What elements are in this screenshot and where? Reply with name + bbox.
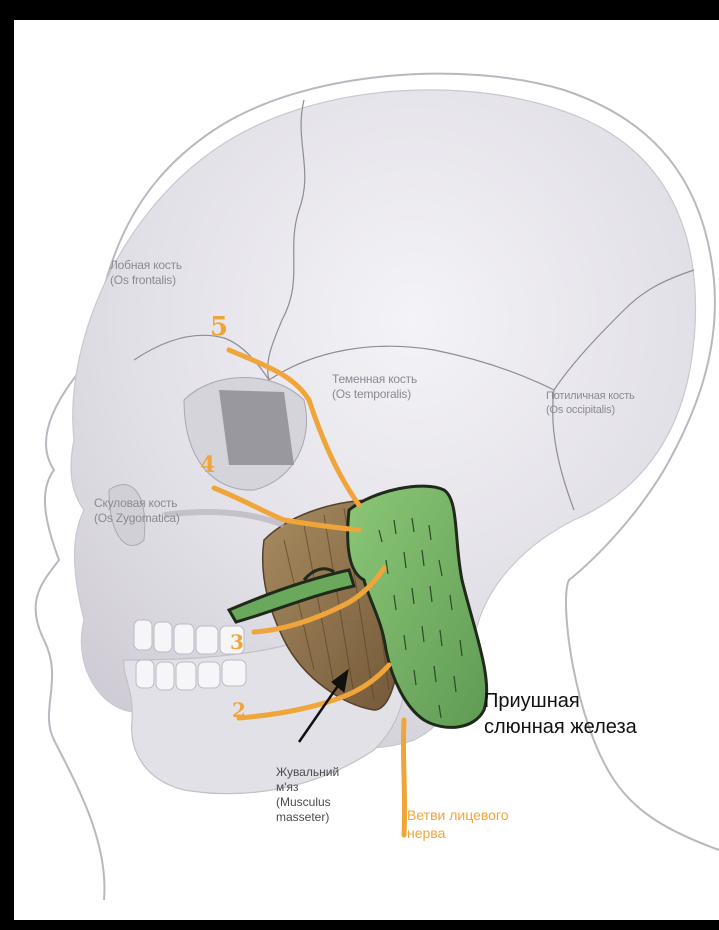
anatomy-illustration: Лобная кость (Os frontalis) Теменная кос… [14, 20, 719, 920]
masseter-line1: Жувальний [276, 765, 339, 780]
orbit-shadow [219, 390, 294, 465]
temporal-bone-name: Теменная кость [332, 372, 417, 387]
zygomatic-bone-name: Скуловая кость [94, 496, 180, 511]
parotid-gland-line1: Приушная [484, 688, 637, 714]
occipital-bone-label: Потиличная кость (Os occipitalis) [546, 390, 635, 418]
zygomatic-bone-latin: (Os Zygomatica) [94, 511, 180, 526]
masseter-label: Жувальний м'яз (Musculus masseter) [276, 765, 339, 825]
occipital-bone-latin: (Os occipitalis) [546, 404, 635, 418]
masseter-line4: masseter) [276, 810, 339, 825]
occipital-bone-name: Потиличная кость [546, 390, 635, 404]
masseter-line2: м'яз [276, 780, 339, 795]
zygomatic-bone-label: Скуловая кость (Os Zygomatica) [94, 496, 180, 526]
facial-nerve-label: Ветви лицевого нерва [407, 807, 509, 842]
nerve-branch-number-5: 5 [210, 312, 228, 342]
parotid-gland-label: Приушная слюнная железа [484, 688, 637, 740]
frontal-bone-latin: (Os frontalis) [110, 273, 182, 288]
nerve-branch-number-2: 2 [232, 698, 246, 722]
nerve-branch-number-4: 4 [200, 452, 215, 478]
facial-nerve-line2: нерва [407, 825, 509, 843]
facial-nerve-line1: Ветви лицевого [407, 807, 509, 825]
nerve-branch-number-3: 3 [230, 630, 244, 654]
temporal-bone-latin: (Os temporalis) [332, 387, 417, 402]
masseter-line3: (Musculus [276, 795, 339, 810]
frontal-bone-name: Лобная кость [110, 258, 182, 273]
skull-diagram [14, 20, 719, 920]
temporal-bone-label: Теменная кость (Os temporalis) [332, 372, 417, 402]
frontal-bone-label: Лобная кость (Os frontalis) [110, 258, 182, 288]
parotid-gland-line2: слюнная железа [484, 714, 637, 740]
